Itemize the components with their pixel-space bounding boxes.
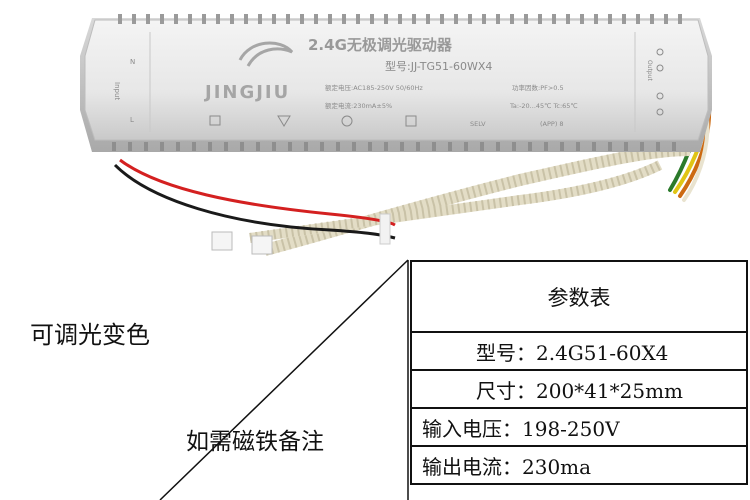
device-app: (APP) 8 — [540, 120, 564, 128]
driver-photo: 2.4G无极调光驱动器 JINGJIU 型号:JJ-TG51-60WX4 额定电… — [80, 14, 712, 256]
device-model: 型号:JJ-TG51-60WX4 — [385, 59, 492, 73]
spec-size: 尺寸：200*41*25mm — [410, 369, 748, 409]
n-mark: N — [130, 58, 135, 66]
dimmable-label: 可调光变色 — [30, 321, 150, 349]
device-current: 额定电流:230mA±5% — [325, 101, 392, 110]
spec-table: 参数表 型号：2.4G51-60X4 尺寸：200*41*25mm 输入电压：1… — [410, 260, 748, 485]
output-label: Output — [646, 60, 653, 81]
spec-model: 型号：2.4G51-60X4 — [410, 331, 748, 371]
table-row: 型号：2.4G51-60X4 — [410, 331, 748, 371]
table-row: 参数表 — [410, 260, 748, 333]
connector — [211, 231, 233, 251]
home-icon — [209, 115, 221, 126]
table-row: 尺寸：200*41*25mm — [410, 369, 748, 409]
table-row: 输入电压：198-250V — [410, 407, 748, 447]
table-row: 输出电流：230ma — [410, 445, 748, 485]
connector — [251, 235, 273, 255]
device-selv: SELV — [470, 120, 486, 128]
l-mark: L — [130, 116, 134, 124]
device-brand: JINGJIU — [203, 82, 290, 103]
driver-case — [80, 14, 712, 152]
spec-table-title: 参数表 — [410, 260, 748, 333]
device-voltage: 额定电压:AC185-250V 50/60Hz — [325, 83, 423, 92]
magnet-note-label: 如需磁铁备注 — [186, 429, 324, 455]
input-label: Input — [113, 82, 121, 100]
brand-logo — [238, 41, 294, 67]
double-insulated-icon — [405, 115, 417, 127]
braided-sleeve — [263, 144, 691, 256]
device-pf: 功率因数:PF>0.5 — [512, 83, 564, 92]
spec-input-voltage: 输入电压：198-250V — [410, 407, 748, 447]
spec-output-current: 输出电流：230ma — [410, 445, 748, 485]
temp-icon — [341, 115, 353, 127]
device-title: 2.4G无极调光驱动器 — [308, 36, 453, 54]
device-temps: Ta:-20...45℃ Tc:65℃ — [509, 102, 578, 110]
warning-icon — [277, 115, 291, 127]
